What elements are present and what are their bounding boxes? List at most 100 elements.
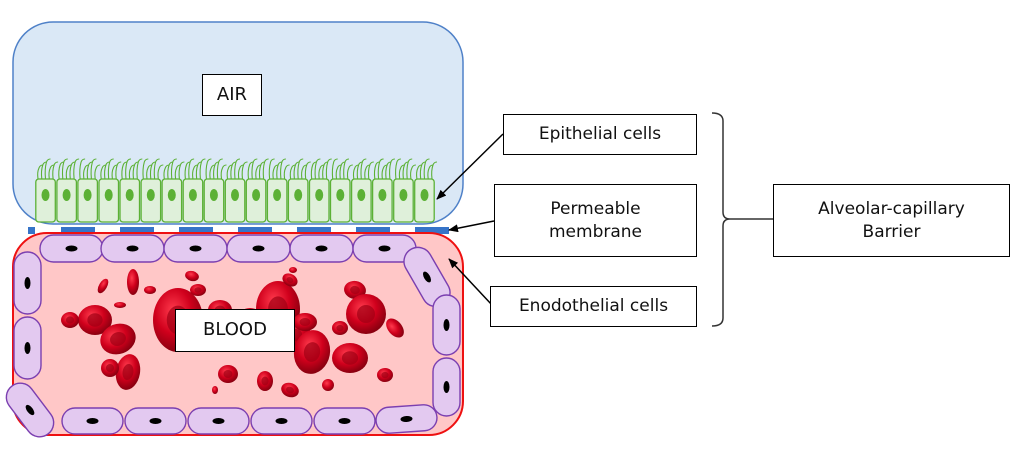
membrane-segment [28, 227, 35, 234]
red-blood-cell [101, 359, 119, 377]
red-blood-cell [144, 286, 156, 294]
cilium [58, 161, 65, 180]
membrane-segment [356, 227, 390, 234]
endothelial-nucleus [443, 381, 450, 393]
cilium [128, 164, 135, 180]
cilium [153, 158, 160, 180]
cilium [381, 164, 388, 180]
membrane-segment [120, 227, 154, 234]
red-blood-cell [386, 318, 404, 338]
cilium [178, 161, 185, 180]
red-blood-cell [332, 321, 348, 335]
cilium [419, 161, 426, 180]
cilium [132, 161, 139, 180]
endothelial-nucleus [423, 271, 431, 283]
cilium [226, 164, 233, 180]
red-blood-cell [322, 379, 334, 391]
permeable-membrane-label: Permeable membrane [494, 184, 697, 257]
barrier-label-line2: Barrier [862, 221, 921, 242]
endothelial-nucleus [86, 418, 99, 424]
cilium [343, 158, 350, 180]
membrane-segment [297, 227, 331, 234]
red-blood-cell [346, 294, 386, 334]
cilium [37, 164, 44, 180]
cilium [402, 161, 409, 180]
epithelial-nucleus [83, 189, 92, 201]
endothelial-cell [375, 404, 438, 434]
cilium [100, 164, 107, 180]
cilium [94, 164, 101, 180]
epithelial-cell [119, 158, 143, 223]
cilium [293, 161, 300, 180]
epithelial-cell [77, 158, 101, 223]
endothelial-nucleus [189, 245, 202, 252]
alveolar-capillary-barrier-label: Alveolar-capillary Barrier [773, 184, 1010, 257]
epithelial-nucleus [252, 189, 261, 201]
cilium [331, 158, 338, 180]
red-blood-cell [332, 343, 368, 373]
cilium [276, 161, 283, 180]
cilium [48, 164, 55, 180]
endothelial-nucleus [275, 418, 288, 424]
cilium [125, 158, 132, 180]
cilium [431, 161, 438, 180]
cilium [385, 161, 392, 180]
membrane-segment [179, 227, 213, 234]
epithelial-nucleus [357, 189, 366, 201]
endothelial-cell [432, 357, 461, 417]
cilium [346, 164, 353, 180]
cilium [216, 158, 223, 180]
cilium [352, 164, 359, 180]
epithelial-nucleus [399, 189, 408, 201]
endothelial-nucleus [126, 245, 139, 252]
cilium [406, 158, 413, 180]
cilium [220, 164, 227, 180]
cilium [335, 164, 342, 180]
cilium [115, 161, 122, 180]
cilium [255, 164, 262, 180]
endothelial-cell [13, 316, 42, 380]
cilium [395, 158, 401, 180]
cilium [44, 158, 51, 180]
cilium [230, 161, 237, 180]
cilium [157, 164, 164, 180]
endothelial-nucleus [338, 418, 351, 424]
red-blood-cell [293, 313, 317, 331]
epithelial-nucleus [336, 189, 345, 201]
cilium [234, 158, 241, 180]
barrier-label-line1: Alveolar-capillary [818, 198, 965, 219]
cilium [61, 158, 68, 180]
endothelial-nucleus [149, 418, 162, 424]
endothelial-cell-layer [5, 234, 461, 438]
red-blood-cell [190, 284, 206, 296]
epithelial-nucleus [294, 189, 303, 201]
cilium [297, 158, 304, 180]
endothelial-nucleus [25, 404, 35, 416]
epithelial-cells-label: Epithelial cells [503, 114, 697, 155]
endothelial-cell [250, 407, 313, 435]
cilium [209, 164, 216, 180]
endothelial-nucleus [252, 245, 265, 252]
epithelial-nucleus [62, 189, 71, 201]
cilium [174, 164, 181, 180]
cilium [373, 161, 380, 180]
red-blood-cell [127, 269, 139, 295]
epithelial-nucleus [146, 189, 155, 201]
cilium [314, 158, 321, 180]
cilium [167, 161, 174, 180]
cilium [258, 161, 265, 180]
cilium [377, 158, 384, 180]
epithelial-nucleus [209, 189, 218, 201]
endothelial-cells-label: Enodothelial cells [490, 286, 697, 327]
endothelial-nucleus [400, 415, 413, 423]
cilium [272, 164, 279, 180]
cilium [73, 158, 80, 180]
epithelial-arrow [436, 133, 504, 200]
cilium [301, 164, 307, 180]
cilium [410, 164, 416, 180]
cilium [427, 164, 434, 180]
cilium [360, 158, 367, 180]
red-blood-cell [293, 330, 331, 374]
cilium [199, 158, 206, 180]
cilium [416, 164, 422, 180]
